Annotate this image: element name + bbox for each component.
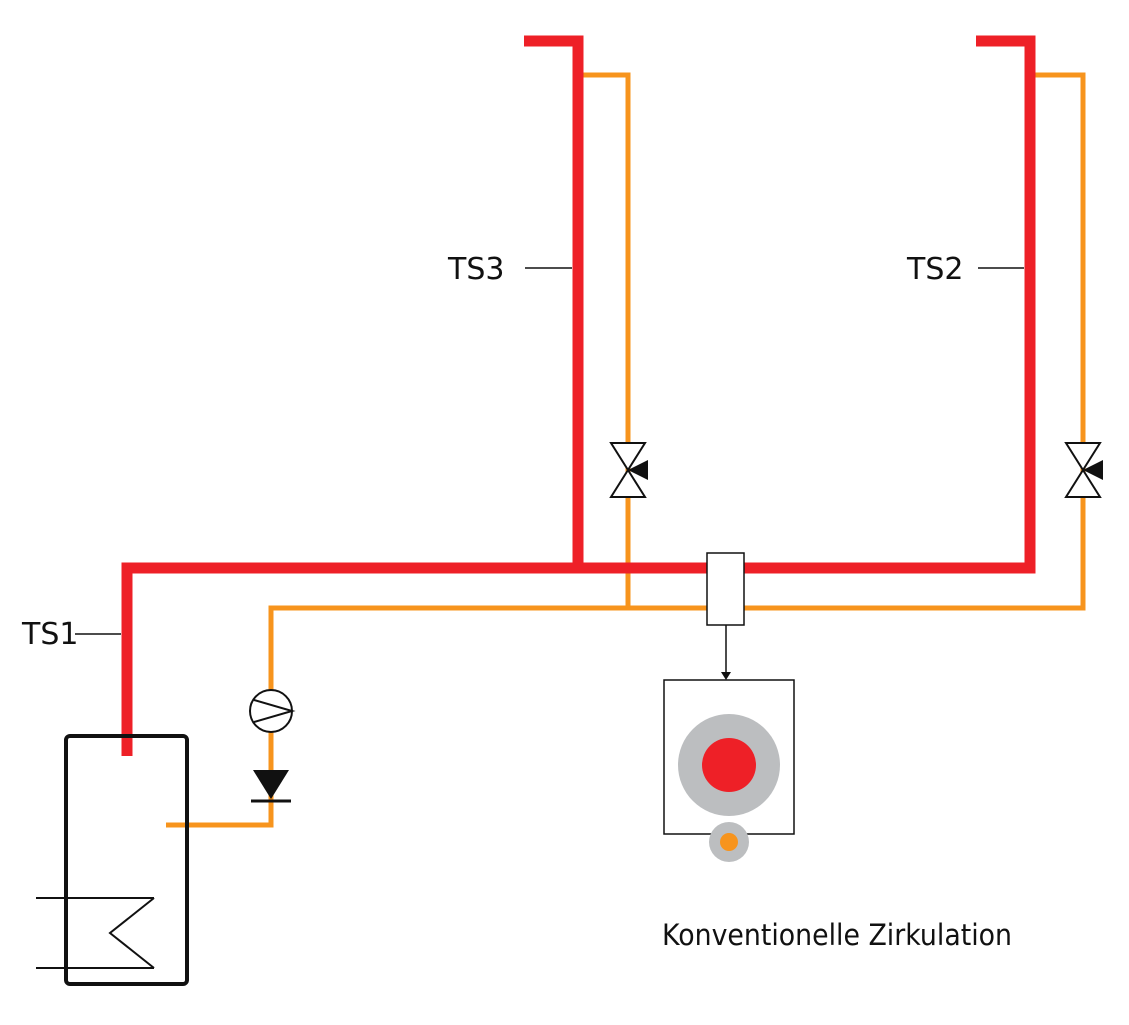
label-ts2: TS2	[906, 252, 963, 287]
circulation-return-line	[166, 72, 1086, 828]
label-ts3: TS3	[447, 252, 504, 287]
caption-text: Konventionelle Zirkulation	[662, 918, 1012, 952]
circulation-pump-icon	[249, 689, 296, 733]
label-leaders	[75, 267, 1024, 635]
label-ts1: TS1	[21, 617, 78, 652]
hot-water-main-line	[121, 35, 1036, 756]
hot-water-riser-ts3	[524, 35, 584, 568]
sensor-icon	[706, 552, 745, 626]
controller-icon	[663, 679, 795, 862]
circulation-pipes	[166, 72, 1086, 828]
circulation-riser-ts3	[580, 72, 631, 608]
thermostatic-valve-ts2	[1064, 442, 1103, 498]
hot-water-pipes	[121, 35, 1036, 756]
check-valve-icon	[251, 770, 291, 803]
thermostatic-valve-ts3	[609, 442, 648, 498]
storage-tank-icon	[36, 734, 189, 986]
heat-exchanger-coil-icon	[36, 897, 155, 969]
signal-arrow	[721, 625, 731, 680]
